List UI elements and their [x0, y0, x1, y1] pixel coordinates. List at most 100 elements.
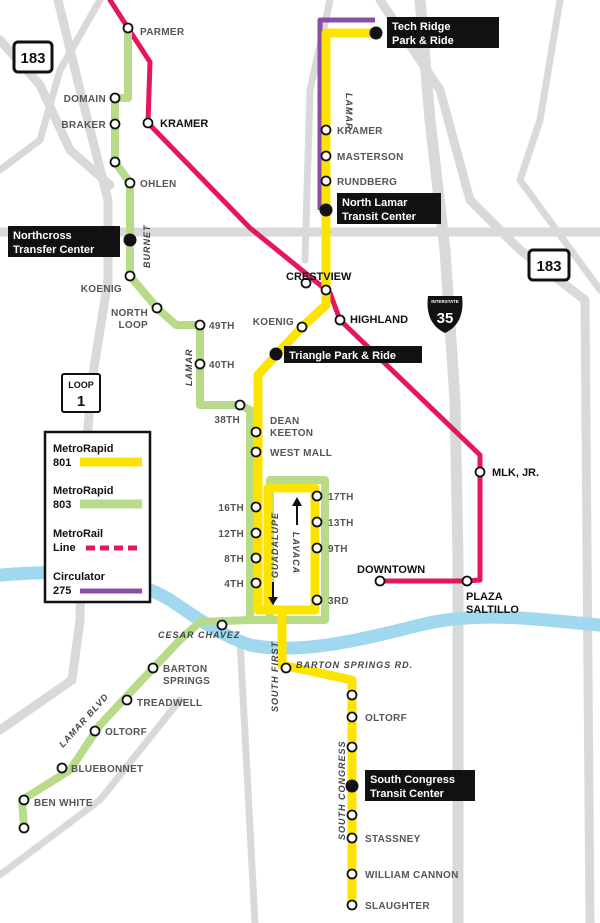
label-domain: DOMAIN — [64, 94, 106, 105]
lavaca-direction-arrow — [292, 497, 302, 525]
station-southwest-end[interactable] — [18, 822, 30, 834]
hub-south-congress-line1: South Congress — [370, 774, 455, 786]
station-mlk[interactable] — [474, 466, 486, 478]
station-40th[interactable] — [194, 358, 206, 370]
station-stassney[interactable] — [346, 832, 358, 844]
station-12th[interactable] — [250, 527, 262, 539]
station-treadwell[interactable] — [121, 694, 133, 706]
station-plaza-saltillo[interactable] — [461, 575, 473, 587]
station-barton-springs[interactable] — [147, 662, 159, 674]
label-16th: 16TH — [218, 503, 244, 514]
label-8th: 8TH — [224, 554, 244, 565]
station-braker[interactable] — [109, 118, 121, 130]
label-dean-keeton-2: KEETON — [270, 428, 313, 439]
station-west-mall[interactable] — [250, 446, 262, 458]
hub-north-lamar: North Lamar Transit Center — [337, 193, 441, 224]
label-kramer: KRAMER — [337, 126, 383, 137]
us183-west-shield: 183 — [12, 40, 54, 74]
label-downtown: DOWNTOWN — [357, 564, 425, 576]
south-road — [236, 636, 259, 923]
station-rundberg[interactable] — [320, 175, 332, 187]
station-south-congress-north[interactable] — [346, 689, 358, 701]
station-3rd[interactable] — [311, 594, 323, 606]
us183-west-number: 183 — [20, 50, 45, 67]
legend-801-title: MetroRapid — [53, 443, 114, 455]
station-9th[interactable] — [311, 542, 323, 554]
station-oltorf-east[interactable] — [346, 711, 358, 723]
station-cesar-chavez[interactable] — [216, 619, 228, 631]
station-oltorf-west[interactable] — [89, 725, 101, 737]
loop1-number: 1 — [77, 393, 85, 410]
loop1-label: LOOP — [68, 380, 94, 390]
station-13th[interactable] — [311, 516, 323, 528]
us183-east-road — [375, 0, 595, 923]
station-dean-keeton[interactable] — [250, 426, 262, 438]
station-william-cannon[interactable] — [346, 868, 358, 880]
station-highland[interactable] — [334, 314, 346, 326]
station-south-congress-3[interactable] — [346, 809, 358, 821]
station-north-loop[interactable] — [151, 302, 163, 314]
label-3rd: 3RD — [328, 596, 349, 607]
label-13th: 13TH — [328, 518, 354, 529]
hub-northcross-marker[interactable] — [123, 233, 137, 247]
label-rundberg: RUNDBERG — [337, 177, 397, 188]
station-ohlen[interactable] — [124, 177, 136, 189]
legend-item-circulator: Circulator 275 — [53, 571, 142, 597]
station-38th[interactable] — [234, 399, 246, 411]
label-oltorf-west: OLTORF — [105, 727, 147, 738]
hub-markers — [123, 26, 383, 793]
legend-rail-title: MetroRail — [53, 528, 103, 540]
station-south-congress-mid[interactable] — [346, 741, 358, 753]
label-slaughter: SLAUGHTER — [365, 901, 430, 912]
station-koenig-west[interactable] — [124, 270, 136, 282]
street-lavaca: LAVACA — [291, 532, 301, 574]
station-markers — [18, 22, 486, 911]
station-ben-white[interactable] — [18, 794, 30, 806]
label-stassney: STASSNEY — [365, 834, 421, 845]
hub-south-congress-marker[interactable] — [345, 779, 359, 793]
station-49th[interactable] — [194, 319, 206, 331]
station-17th[interactable] — [311, 490, 323, 502]
label-masterson: MASTERSON — [337, 152, 404, 163]
station-bluebonnet[interactable] — [56, 762, 68, 774]
station-unnamed-green[interactable] — [109, 156, 121, 168]
label-oltorf-east: OLTORF — [365, 713, 407, 724]
hub-northcross-line2: Transfer Center — [13, 244, 95, 256]
hub-tech-ridge-line1: Tech Ridge — [392, 21, 450, 33]
station-slaughter[interactable] — [346, 899, 358, 911]
station-koenig-east[interactable] — [296, 321, 308, 333]
label-9th: 9TH — [328, 544, 348, 555]
i35-label: INTERSTATE — [431, 299, 459, 304]
legend-circ-title: Circulator — [53, 571, 106, 583]
station-16th[interactable] — [250, 501, 262, 513]
station-masterson[interactable] — [320, 150, 332, 162]
label-highland: HIGHLAND — [350, 314, 408, 326]
station-4th[interactable] — [250, 577, 262, 589]
station-crestview[interactable] — [320, 284, 332, 296]
street-cesar-chavez: CESAR CHAVEZ — [158, 630, 240, 640]
station-domain[interactable] — [109, 92, 121, 104]
i35-number: 35 — [437, 310, 454, 327]
station-barton-springs-rd[interactable] — [280, 662, 292, 674]
station-downtown[interactable] — [374, 575, 386, 587]
hub-south-congress-line2: Transit Center — [370, 788, 445, 800]
label-crestview: CRESTVIEW — [286, 271, 352, 283]
hub-tech-ridge-marker[interactable] — [369, 26, 383, 40]
label-west-mall: WEST MALL — [270, 448, 332, 459]
station-parmer[interactable] — [122, 22, 134, 34]
station-labels: PARMER DOMAIN BRAKER KRAMER OHLEN KOENIG… — [34, 27, 539, 912]
label-william-cannon: WILLIAM CANNON — [365, 870, 459, 881]
label-bluebonnet: BLUEBONNET — [71, 764, 143, 775]
hub-north-lamar-marker[interactable] — [319, 203, 333, 217]
label-40th: 40TH — [209, 360, 235, 371]
station-crestview-rail[interactable] — [300, 277, 312, 289]
hub-triangle-marker[interactable] — [269, 347, 283, 361]
station-kramer[interactable] — [320, 124, 332, 136]
label-koenig-east: KOENIG — [253, 317, 294, 328]
station-kramer-rail[interactable] — [142, 117, 154, 129]
label-kramer-rail: KRAMER — [160, 118, 208, 130]
legend-item-803: MetroRapid 803 — [53, 485, 142, 511]
station-8th[interactable] — [250, 552, 262, 564]
legend-803-number: 803 — [53, 499, 71, 511]
